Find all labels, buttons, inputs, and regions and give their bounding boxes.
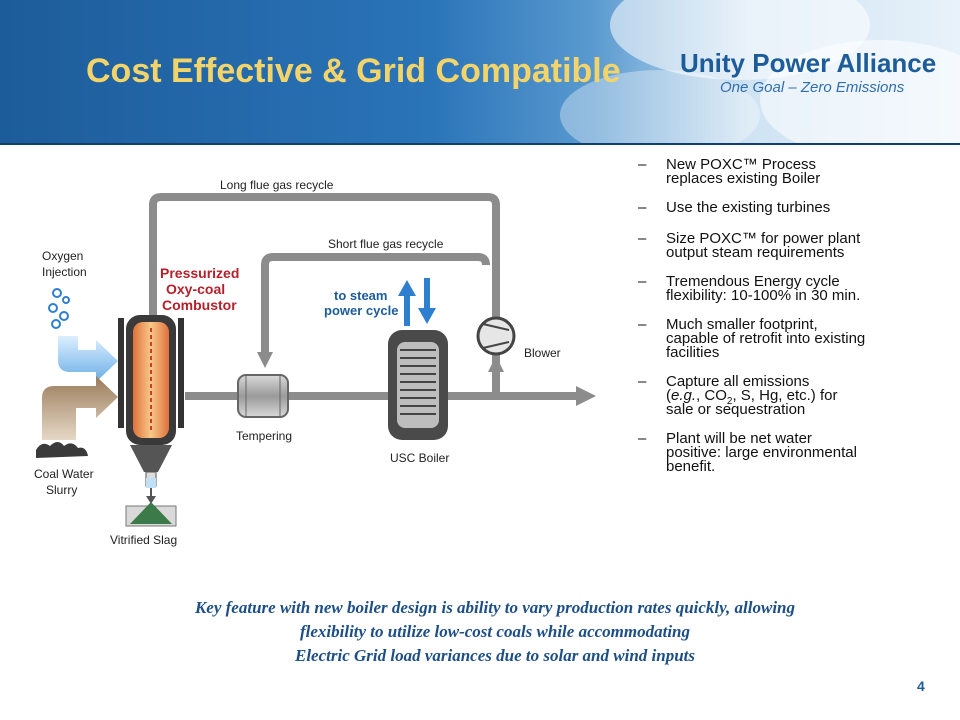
- oxygen-bubble: [52, 288, 62, 298]
- bullet-text: flexibility: 10-100% in 30 min.: [666, 287, 861, 304]
- callout-line: flexibility to utilize low-cost coals wh…: [299, 622, 691, 641]
- bullet-item: – Size POXC™ for power plant output stea…: [638, 230, 938, 261]
- slag-drop-arrow: [146, 496, 156, 504]
- bullet-dash: –: [638, 316, 647, 333]
- short-recycle-arrow: [257, 352, 273, 368]
- bullet-item: – Use the existing turbines: [638, 199, 938, 216]
- steam-down-arrow-shaft: [424, 278, 430, 312]
- bullet-text-italic: e.g.: [671, 387, 697, 404]
- bullet-text: facilities: [666, 344, 720, 361]
- long-recycle-label: Long flue gas recycle: [220, 178, 334, 192]
- bullet-text: sale or sequestration: [666, 401, 806, 418]
- exhaust-arrow: [576, 386, 596, 406]
- combustor-fins-right: [178, 318, 184, 428]
- bullet-text: , CO: [696, 387, 727, 404]
- bullet-dash: –: [638, 273, 647, 290]
- blower-arrow: [488, 356, 504, 372]
- vitrified-slag-label: Vitrified Slag: [110, 533, 177, 547]
- coal-pile-icon: [36, 442, 88, 458]
- coal-label-line2: Slurry: [46, 483, 77, 497]
- bullet-text: Capture all emissions: [666, 373, 810, 390]
- blower-blade: [482, 341, 510, 349]
- blower-icon: [476, 316, 516, 356]
- cloud-decoration: [760, 40, 960, 145]
- tempering-label: Tempering: [236, 429, 292, 443]
- bullet-dash: –: [638, 156, 647, 173]
- combustor-hopper: [130, 445, 172, 472]
- steam-down-arrow-icon: [418, 308, 436, 324]
- bullet-text: positive: large environmental: [666, 444, 857, 461]
- page-number: 4: [917, 678, 925, 694]
- short-recycle-pipe: [261, 253, 490, 355]
- bullet-text: , S, Hg, etc.) for: [732, 387, 838, 404]
- bullet-text: output steam requirements: [666, 244, 845, 261]
- slag-pile-icon: [130, 502, 172, 524]
- slag-cooling-water: [146, 478, 156, 488]
- bullet-text: Plant will be net water: [666, 430, 812, 447]
- logo-tagline: One Goal – Zero Emissions: [720, 79, 905, 96]
- usc-boiler-label: USC Boiler: [390, 451, 449, 465]
- feature-bullet-list: – New POXC™ Process replaces existing Bo…: [638, 156, 938, 489]
- callout-line: Key feature with new boiler design is ab…: [194, 598, 796, 617]
- oxygen-arrow-icon: [42, 336, 118, 382]
- bullet-dash: –: [638, 373, 647, 390]
- oxygen-bubble: [51, 319, 61, 329]
- oxygen-bubble: [59, 311, 69, 321]
- oxygen-bubble: [62, 296, 70, 304]
- header-banner: [0, 0, 960, 145]
- coal-arrow-icon: [42, 376, 118, 440]
- logo-title: Unity Power Alliance: [680, 48, 937, 78]
- bullet-text: New POXC™ Process: [666, 156, 817, 173]
- coal-label-line1: Coal Water: [34, 467, 94, 481]
- bullet-text: Size POXC™ for power plant: [666, 230, 861, 247]
- bullet-item: – Capture all emissions (e.g., CO2, S, H…: [638, 373, 938, 418]
- subscript: 2: [726, 396, 733, 407]
- blower-blade: [482, 323, 510, 331]
- bullet-text: Tremendous Energy cycle: [666, 273, 840, 290]
- oxygen-label-line1: Oxygen: [42, 249, 83, 263]
- process-diagram: Long flue gas recycle Short flue gas rec…: [34, 178, 596, 547]
- bullet-item: – Tremendous Energy cycle flexibility: 1…: [638, 273, 938, 304]
- bullet-item: – New POXC™ Process replaces existing Bo…: [638, 156, 938, 187]
- steam-label-line2: power cycle: [324, 303, 398, 318]
- key-feature-callout: Key feature with new boiler design is ab…: [60, 596, 930, 668]
- long-recycle-pipe: [149, 193, 500, 330]
- bullet-text: Much smaller footprint,: [666, 316, 818, 333]
- steam-label-line1: to steam: [334, 288, 387, 303]
- combustor-label-line2: Oxy-coal: [166, 281, 225, 297]
- bullet-dash: –: [638, 199, 647, 216]
- oxygen-bubble: [48, 303, 58, 313]
- page-title: Cost Effective & Grid Compatible: [86, 52, 621, 90]
- header-divider: [0, 143, 960, 145]
- combustor-fins-left: [118, 318, 124, 428]
- steam-up-arrow-shaft: [404, 292, 410, 326]
- oxygen-label-line2: Injection: [42, 265, 87, 279]
- bullet-text: Use the existing turbines: [666, 199, 831, 216]
- combustor-label-line3: Combustor: [162, 297, 237, 313]
- steam-up-arrow-icon: [398, 280, 416, 296]
- bullet-text: capable of retrofit into existing: [666, 330, 866, 347]
- short-recycle-label: Short flue gas recycle: [328, 237, 444, 251]
- bullet-text: benefit.: [666, 458, 716, 475]
- combustor-label-line1: Pressurized: [160, 265, 239, 281]
- bullet-item: – Much smaller footprint, capable of ret…: [638, 316, 938, 361]
- bullet-dash: –: [638, 430, 647, 447]
- blower-label: Blower: [524, 346, 561, 360]
- usc-boiler-coils: [400, 349, 436, 415]
- bullet-item: – Plant will be net water positive: larg…: [638, 430, 938, 475]
- bullet-text: (: [666, 387, 671, 404]
- usc-boiler-inner: [397, 342, 439, 428]
- bullet-dash: –: [638, 230, 647, 247]
- tempering-unit: [237, 374, 289, 418]
- cloud-decoration: [560, 70, 760, 145]
- bullet-text: replaces existing Boiler: [666, 170, 821, 187]
- callout-line: Electric Grid load variances due to sola…: [294, 646, 695, 665]
